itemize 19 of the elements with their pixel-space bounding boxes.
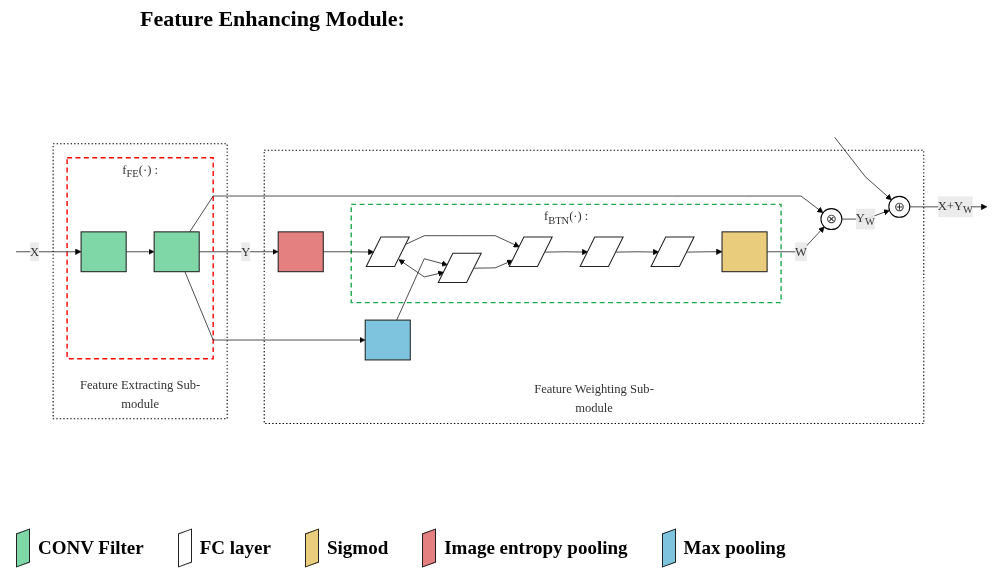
arrow — [398, 259, 445, 278]
conv-filter-cube — [80, 231, 127, 273]
fc-layer-bar — [579, 236, 624, 267]
legend-label: Sigmod — [326, 537, 389, 559]
sigmoid-slab — [721, 231, 768, 273]
fc-layer-bar — [365, 236, 411, 267]
operator-circle: ⊗ — [820, 208, 843, 231]
max-pooling-slab — [364, 319, 411, 361]
operator-circle: ⊕ — [888, 195, 911, 218]
fc-layer-bar — [508, 236, 553, 267]
legend-label: CONV Filter — [38, 537, 144, 559]
legend-label: Max pooling — [683, 537, 786, 559]
diagram-title: Feature Enhancing Module: — [139, 5, 406, 32]
legend-label: Image entropy pooling — [444, 537, 628, 559]
legend-label: FC layer — [199, 537, 271, 559]
fc-layer-bar — [437, 252, 483, 284]
fc-layer-bar — [650, 236, 695, 267]
conv-filter-cube — [153, 231, 200, 273]
entropy-pooling-slab — [277, 231, 324, 273]
